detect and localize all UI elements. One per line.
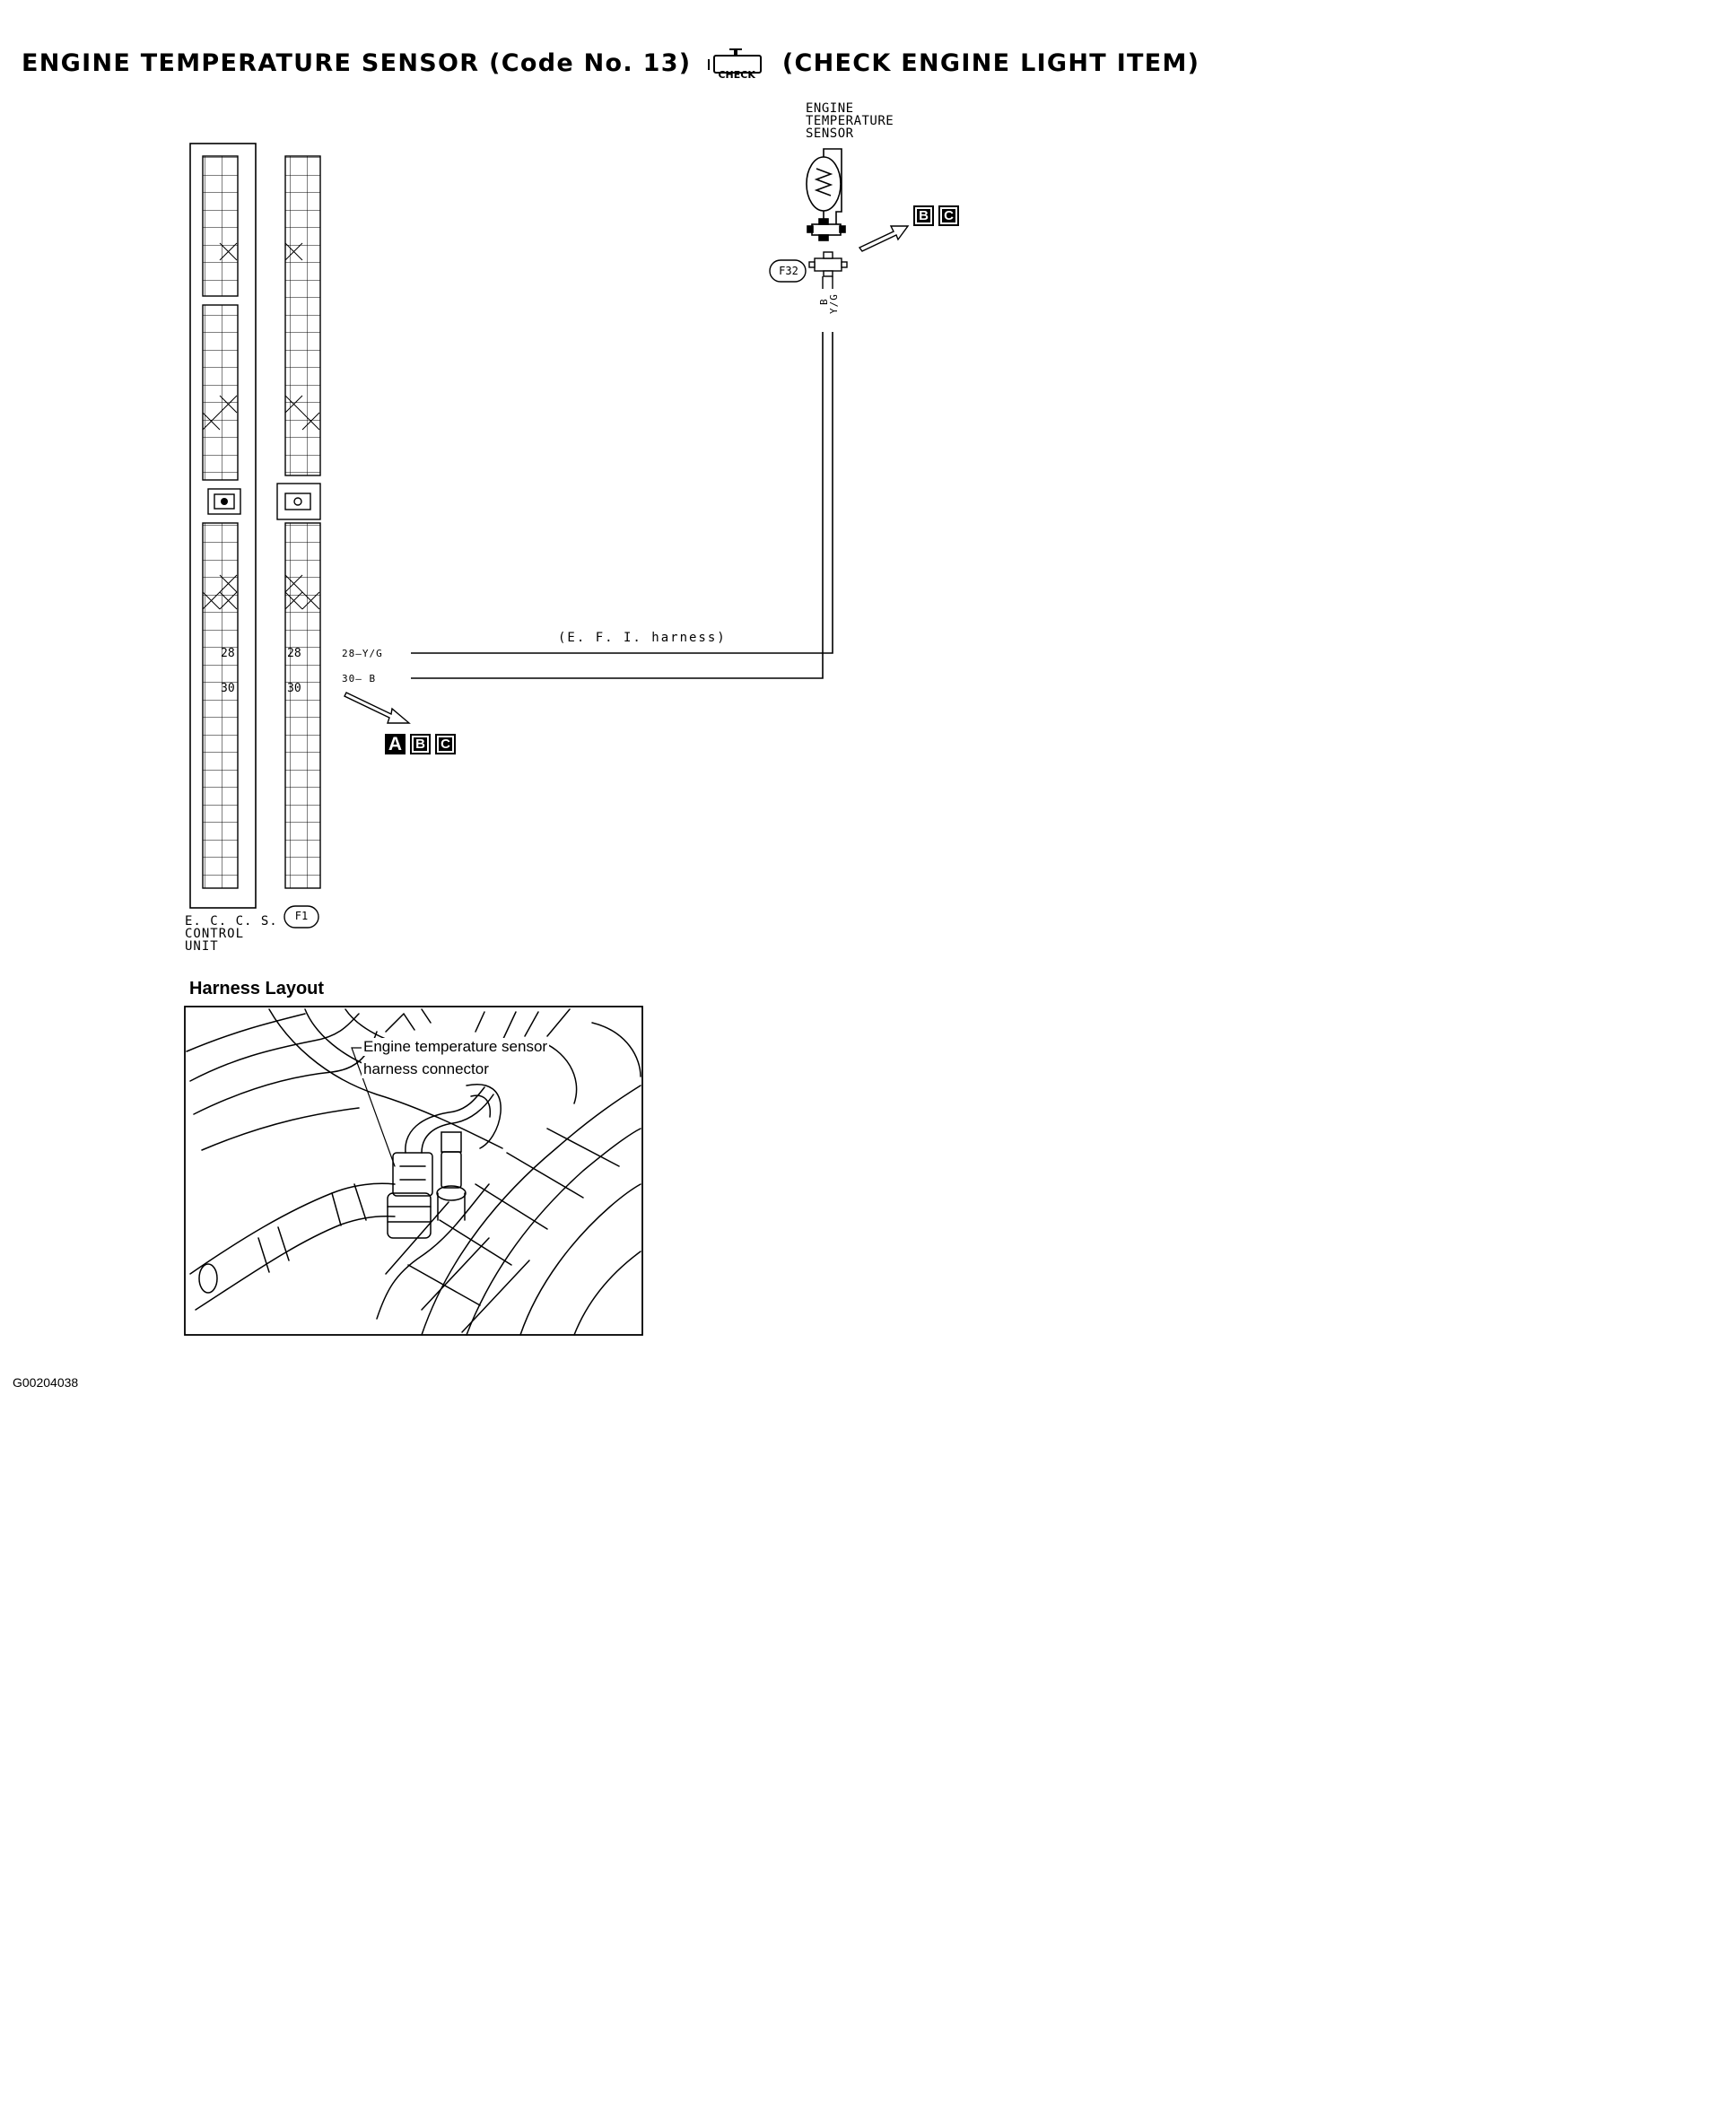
ecu-pin-28: 28	[221, 647, 235, 660]
badge-b: B	[410, 734, 431, 754]
title-main: ENGINE TEMPERATURE SENSOR (Code No. 13)	[22, 48, 692, 77]
badge-a: A	[385, 734, 406, 754]
ecu-label-line-1: E. C. C. S.	[185, 914, 278, 929]
page-title: ENGINE TEMPERATURE SENSOR (Code No. 13) …	[22, 47, 1200, 81]
title-suffix: (CHECK ENGINE LIGHT ITEM)	[781, 48, 1200, 77]
f1-pin-30: 30	[287, 682, 301, 695]
callout-line-1: Engine temperature sensor	[362, 1038, 550, 1056]
harness-badges: A B C	[385, 734, 456, 754]
sensor-label-line-3: SENSOR	[806, 126, 854, 141]
wire-28-label: 28—Y/G	[342, 648, 383, 659]
callout-line-2: harness connector	[362, 1060, 491, 1078]
sensor-label-line-1: ENGINE	[806, 101, 854, 116]
f1-pin-grid	[276, 155, 321, 889]
harness-layout-illustration	[184, 1006, 643, 1336]
harness-name: (E. F. I. harness)	[558, 631, 727, 645]
harness-wires	[411, 332, 833, 679]
wiring-diagram	[184, 143, 910, 1336]
sensor-label-line-2: TEMPERATURE	[806, 114, 894, 128]
f32-connector	[769, 251, 848, 289]
f1-pin-28: 28	[287, 647, 301, 660]
document-id: G00204038	[13, 1375, 79, 1390]
harness-layout-heading: Harness Layout	[189, 979, 325, 998]
sensor-wire-yg-label: Y/G	[828, 293, 840, 314]
badge-b: B	[913, 205, 934, 226]
sensor-badges: B C	[913, 205, 959, 226]
check-engine-icon: CHECK	[708, 48, 765, 81]
ecu-connector-housing	[189, 143, 257, 909]
badge-c: C	[938, 205, 959, 226]
engine-temperature-sensor-symbol	[806, 148, 846, 241]
ecu-label-line-3: UNIT	[185, 939, 219, 954]
f32-connector-id: F32	[779, 265, 798, 277]
f1-connector-id: F1	[294, 910, 309, 922]
arrow-to-bc	[858, 225, 910, 252]
badge-c: C	[435, 734, 456, 754]
arrow-to-abc	[344, 692, 411, 724]
ecu-pin-grid-left	[202, 155, 241, 889]
ecu-label: E. C. C. S. CONTROL UNIT	[185, 915, 278, 953]
f1-connector-bubble	[284, 905, 319, 929]
check-engine-icon-text: CHECK	[718, 68, 755, 81]
wire-30-label: 30— B	[342, 673, 377, 684]
ecu-label-line-2: CONTROL	[185, 927, 245, 941]
ecu-pin-30: 30	[221, 682, 235, 695]
sensor-label: ENGINE TEMPERATURE SENSOR	[806, 102, 894, 140]
